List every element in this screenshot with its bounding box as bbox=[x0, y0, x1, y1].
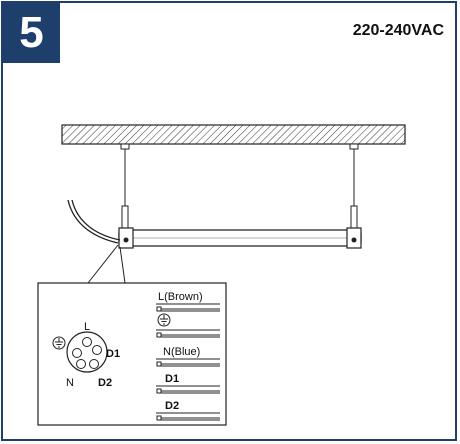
supply-cable bbox=[71, 199, 121, 241]
pin-label-d1: D1 bbox=[106, 348, 120, 360]
terminal-earth-icon bbox=[157, 313, 171, 327]
cable-gripper-right bbox=[350, 205, 358, 229]
pin-label-d2: D2 bbox=[98, 377, 112, 389]
step-number-badge: 5 bbox=[3, 3, 60, 63]
terminal-label-d2: D2 bbox=[165, 400, 179, 412]
connector-face bbox=[66, 331, 108, 373]
earth-icon bbox=[52, 336, 66, 350]
pin-d1 bbox=[92, 345, 102, 355]
terminal-label-d1: D1 bbox=[165, 373, 179, 385]
pin-d2 bbox=[89, 359, 99, 369]
terminal-block: L(Brown) N(Blue) D1 D2 bbox=[156, 291, 220, 421]
pin-label-l: L bbox=[84, 321, 90, 333]
pin-l bbox=[82, 337, 92, 347]
ceiling-mount-right bbox=[349, 143, 359, 150]
terminal-label-n: N(Blue) bbox=[163, 346, 200, 358]
pin-label-n: N bbox=[66, 377, 74, 389]
pin-earth bbox=[72, 348, 82, 358]
pin-n bbox=[76, 359, 86, 369]
cable-gripper-left bbox=[121, 205, 129, 229]
supply-voltage-label: 220-240VAC bbox=[352, 22, 444, 39]
ceiling-mount-left bbox=[120, 143, 130, 150]
ceiling bbox=[61, 124, 406, 145]
terminal-label-l: L(Brown) bbox=[158, 291, 203, 303]
